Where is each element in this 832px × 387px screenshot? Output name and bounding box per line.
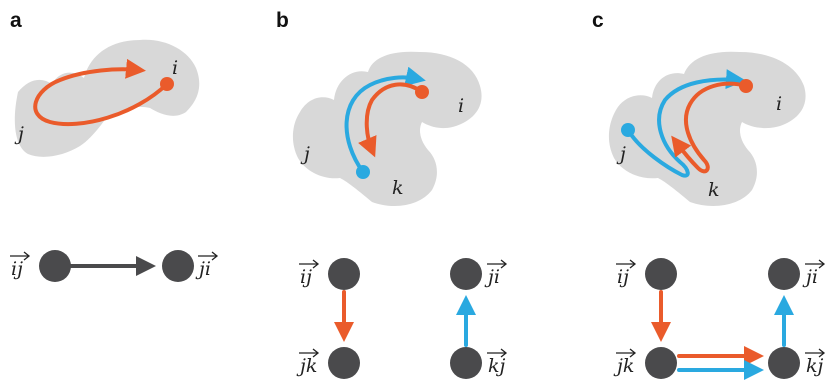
node-label-k-b: k	[392, 177, 404, 199]
node-label-j-b: j	[300, 143, 310, 165]
path-b-blue	[344, 66, 426, 174]
vec-text-ij-c: ij	[617, 266, 629, 288]
node-label-k-c: k	[708, 179, 720, 201]
graph-node-kj-c	[768, 347, 800, 379]
region-b	[292, 51, 482, 206]
vec-label-ij-c: ij	[616, 259, 637, 288]
vec-label-ij-a: ij	[10, 251, 31, 280]
graph-node-ji-a	[162, 250, 194, 282]
node-label-i-b: i	[458, 95, 464, 117]
node-label-i-c: i	[776, 93, 782, 115]
path-c-orange	[671, 81, 748, 174]
vec-text-ij-b: ij	[300, 266, 312, 288]
path-b-orange	[358, 82, 424, 158]
region-c	[608, 51, 806, 206]
panel-b: b i j k ij jk ji	[276, 9, 508, 379]
path-c-blue	[626, 69, 746, 178]
node-i-dot-c	[739, 79, 753, 93]
vec-text-kj-b: kj	[488, 355, 506, 377]
node-label-i-a: i	[172, 57, 178, 79]
graph-node-ij-a	[39, 250, 71, 282]
node-i-dot-a	[160, 77, 174, 91]
vec-label-ji-b: ji	[484, 259, 508, 288]
vec-text-ji-a: ji	[195, 258, 211, 280]
vec-label-ji-a: ji	[195, 251, 219, 280]
graph-node-ji-b	[450, 258, 482, 290]
node-label-j-a: j	[14, 123, 24, 145]
region-a	[14, 39, 200, 157]
graph-node-ij-c	[645, 258, 677, 290]
graph-node-kj-b	[450, 347, 482, 379]
vec-text-jk-b: jk	[296, 355, 317, 377]
vec-label-ij-b: ij	[299, 259, 320, 288]
node-j-dot-b	[356, 165, 370, 179]
vec-text-jk-c: jk	[613, 355, 634, 377]
node-i-dot-b	[415, 85, 429, 99]
panel-c: c i j k ij jk ji	[592, 9, 826, 380]
graph-node-ij-b	[328, 258, 360, 290]
loop-path-a	[33, 58, 169, 127]
node-label-j-c: j	[616, 143, 626, 165]
vec-text-ij-a: ij	[11, 258, 23, 280]
vec-label-kj-c: kj	[805, 348, 826, 377]
vec-label-ji-c: ji	[802, 259, 826, 288]
graph-node-jk-c	[645, 347, 677, 379]
vec-text-ji-c: ji	[802, 266, 818, 288]
graph-node-ji-c	[768, 258, 800, 290]
panel-letter-a: a	[10, 9, 22, 32]
vec-label-jk-c: jk	[613, 348, 637, 377]
panel-letter-c: c	[592, 9, 604, 32]
vec-label-jk-b: jk	[296, 348, 320, 377]
vec-text-ji-b: ji	[484, 266, 500, 288]
vec-text-kj-c: kj	[806, 355, 824, 377]
panel-letter-b: b	[276, 9, 289, 32]
graph-node-jk-b	[328, 347, 360, 379]
vec-label-kj-b: kj	[487, 348, 508, 377]
node-j-dot-c	[621, 123, 635, 137]
panel-a: a i j ij ji	[10, 9, 219, 282]
